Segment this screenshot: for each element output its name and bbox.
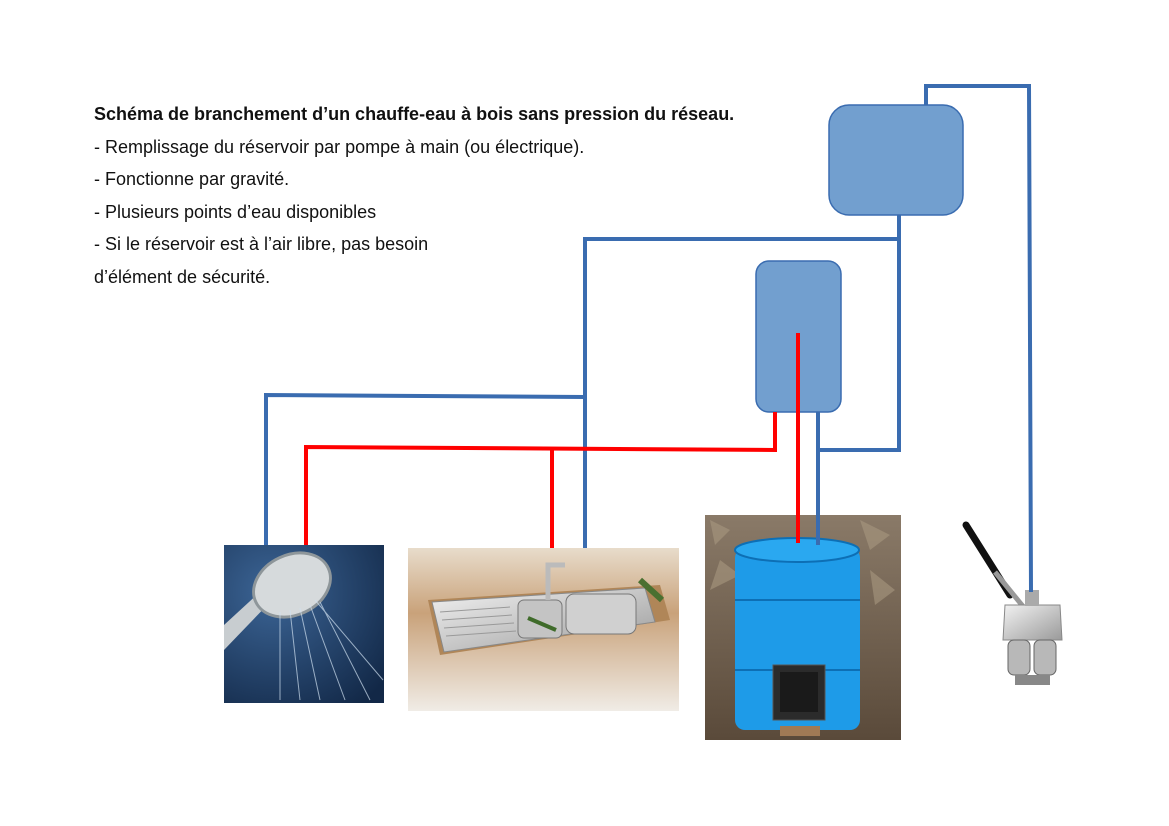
hand-pump-image <box>962 521 1063 685</box>
shower-image <box>224 545 384 703</box>
diagram-title: Schéma de branchement d’un chauffe-eau à… <box>94 104 735 124</box>
cold-distribution-pipe <box>583 237 899 548</box>
note-line: - Remplissage du réservoir par pompe à m… <box>94 136 585 157</box>
note-line: d’élément de sécurité. <box>94 266 271 287</box>
wood-stove-barrel-image <box>705 515 901 740</box>
hot-distribution-pipe <box>304 412 777 545</box>
hot-water-pipes <box>304 333 800 548</box>
note-line: - Plusieurs points d’eau disponibles <box>94 201 377 222</box>
storage-tank <box>828 104 964 216</box>
tank-to-heater-pipe <box>819 214 901 452</box>
sink-image <box>408 548 679 711</box>
note-line: - Fonctionne par gravité. <box>94 169 290 189</box>
cold-water-pipes <box>264 84 1033 593</box>
pump-supply-pipe <box>924 84 1033 593</box>
diagram-notes: Schéma de branchement d’un chauffe-eau à… <box>94 98 734 293</box>
shower-cold-pipe <box>264 392 586 545</box>
note-line: - Si le réservoir est à l’air libre, pas… <box>94 234 429 254</box>
